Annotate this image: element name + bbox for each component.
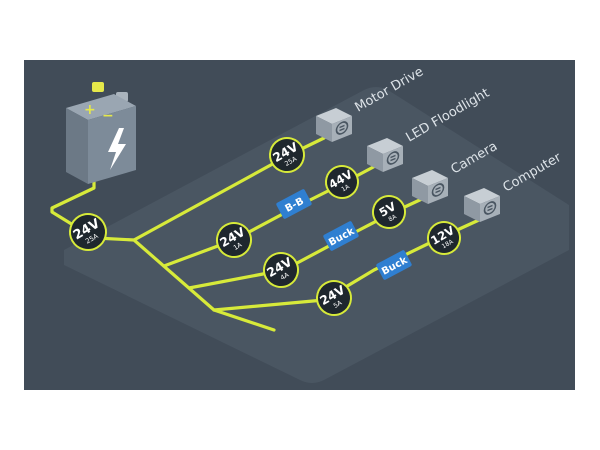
node-branch-3-circle xyxy=(263,252,299,288)
battery-terminal-plus xyxy=(92,82,104,92)
meter-icon xyxy=(335,121,349,135)
node-output-2-current: 1A xyxy=(340,183,351,193)
device-4-box-left xyxy=(464,196,480,222)
wire-battery-to-main xyxy=(50,178,96,230)
node-output-3-circle xyxy=(372,195,406,229)
device-1-box-left xyxy=(316,116,332,142)
device-3-box-top xyxy=(412,170,448,186)
node-output-4-circle xyxy=(427,221,461,255)
platform xyxy=(64,87,569,383)
node-branch-2-circle xyxy=(216,222,252,258)
device-4-box-top xyxy=(464,188,500,204)
node-output-3-current: 8A xyxy=(387,213,398,223)
node-main-circle xyxy=(69,213,107,251)
node-branch-4-current: 5A xyxy=(332,298,344,309)
node-branch-4-circle xyxy=(316,280,352,316)
converter-2-box xyxy=(276,189,312,219)
node-output-2-circle xyxy=(325,165,359,199)
node-branch-1-circle xyxy=(269,137,305,173)
lightning-bolt-icon xyxy=(108,128,126,170)
battery: + − xyxy=(66,82,136,184)
battery-minus-symbol: − xyxy=(102,108,114,124)
meter-icon xyxy=(483,201,497,215)
converter-2: B-B xyxy=(276,189,312,219)
converter-4-box xyxy=(376,250,412,280)
device-1-box-top xyxy=(316,108,352,124)
device-3-box-left xyxy=(412,178,428,204)
device-2-box-top xyxy=(367,138,403,154)
battery-plus-symbol: + xyxy=(84,102,96,118)
node-branch-3-current: 4A xyxy=(279,270,291,281)
device-2-box-left xyxy=(367,146,383,172)
wire-main-to-bus xyxy=(94,236,276,332)
battery-front xyxy=(66,108,88,184)
battery-top xyxy=(66,94,136,120)
node-branch-2-current: 1A xyxy=(232,240,244,251)
meter-icon xyxy=(431,183,445,197)
meter-icon xyxy=(386,151,400,165)
converter-3-box xyxy=(323,221,359,251)
